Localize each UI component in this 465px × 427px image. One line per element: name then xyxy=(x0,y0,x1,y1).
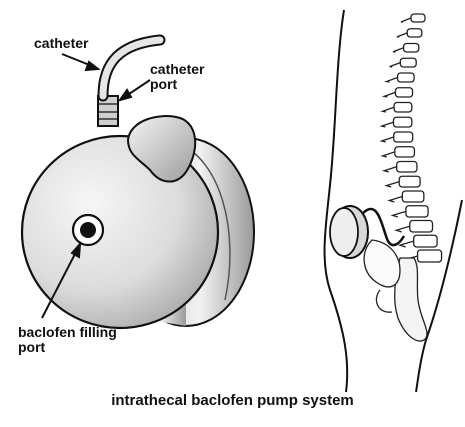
spinous-process xyxy=(389,197,402,203)
vertebra xyxy=(393,117,411,127)
spinous-process xyxy=(397,33,407,37)
pelvis xyxy=(364,240,400,287)
filling-port-inner xyxy=(80,222,96,238)
label-catheter-port: catheter port xyxy=(150,62,204,92)
spinous-process xyxy=(383,107,395,112)
vertebra xyxy=(399,176,420,187)
spinous-process xyxy=(393,211,406,217)
spinous-process xyxy=(401,18,411,22)
spinous-process xyxy=(383,152,395,157)
vertebra xyxy=(394,132,413,142)
vertebra xyxy=(397,162,417,173)
vertebra xyxy=(407,29,422,37)
vertebra xyxy=(410,221,433,233)
vertebra xyxy=(395,88,412,97)
label-filling-port-line2: port xyxy=(18,340,117,355)
spinous-process xyxy=(384,92,395,97)
spinous-process xyxy=(382,122,394,127)
vertebra xyxy=(395,147,415,157)
spinous-process xyxy=(387,78,398,83)
spine xyxy=(364,14,441,341)
spinous-process xyxy=(396,226,410,232)
figure-caption: intrathecal baclofen pump system xyxy=(0,392,465,409)
vertebra xyxy=(402,191,424,202)
vertebra xyxy=(404,44,419,53)
label-catheter-port-line1: catheter xyxy=(150,62,204,77)
label-catheter-port-line2: port xyxy=(150,77,204,92)
label-catheter: catheter xyxy=(34,36,88,51)
vertebra xyxy=(394,103,412,113)
label-filling-port: baclofen filling port xyxy=(18,325,117,355)
spinous-process xyxy=(390,63,401,67)
vertebra xyxy=(400,58,416,67)
vertebra xyxy=(414,235,437,247)
spinous-process xyxy=(400,241,414,247)
spinous-process xyxy=(384,167,397,172)
vertebra xyxy=(418,250,442,262)
vertebra xyxy=(406,206,428,217)
spinous-process xyxy=(382,137,394,142)
spinous-process xyxy=(393,48,404,52)
vertebra xyxy=(398,73,415,82)
vertebra xyxy=(411,14,425,22)
label-filling-port-line1: baclofen filling xyxy=(18,325,117,340)
pump-device xyxy=(22,40,254,328)
spinous-process xyxy=(386,182,399,187)
